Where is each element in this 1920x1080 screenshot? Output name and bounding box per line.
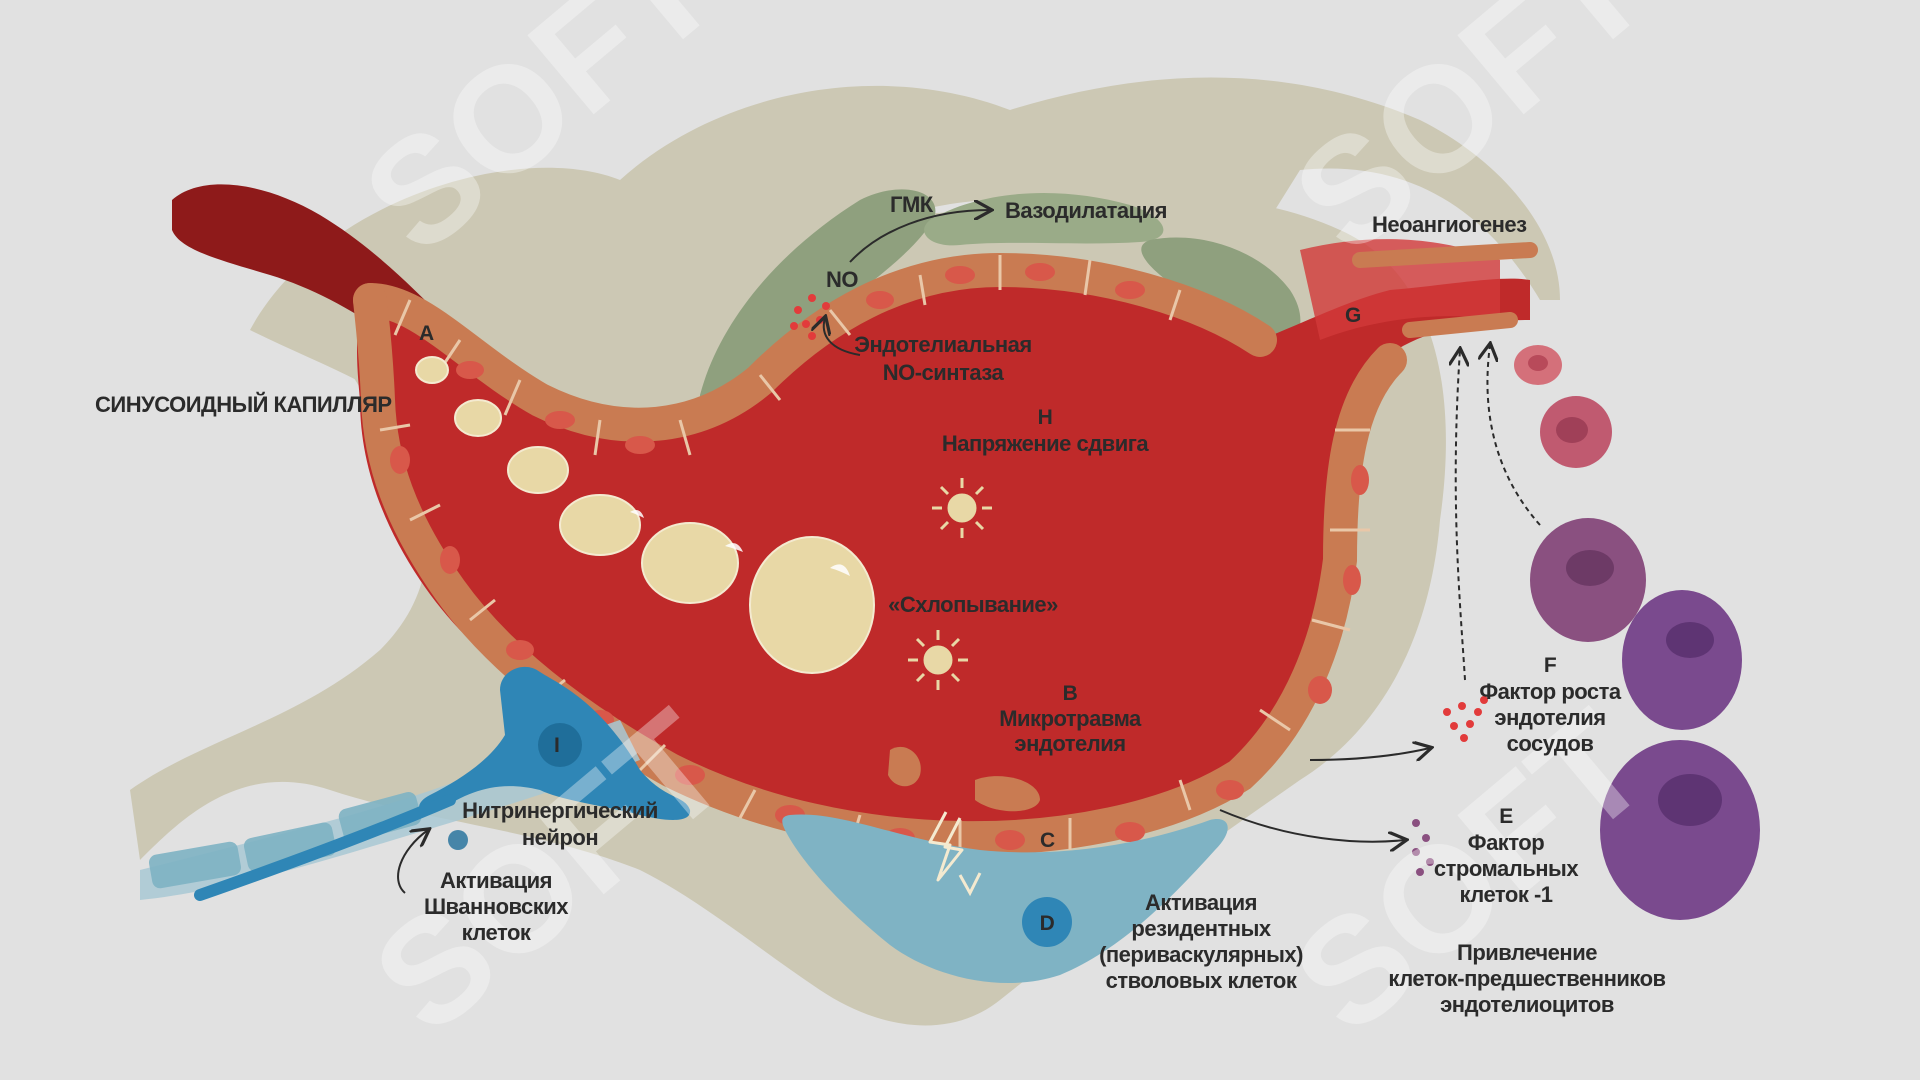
neoangiogenesis-glow (1300, 239, 1500, 340)
arrow-progenitor-dashed-2 (1487, 345, 1541, 526)
label-vasodilation: Вазодилатация (1005, 198, 1167, 223)
label-shear-stress: Напряжение сдвига (942, 431, 1150, 456)
label-nitrergic-1: Нитринергический (462, 798, 658, 823)
collapse-sun-icon (932, 478, 992, 538)
label-vegf-1: Фактор роста (1479, 679, 1622, 704)
schwann-activation-dot (448, 830, 468, 850)
vessel-lumen (357, 270, 1530, 845)
smooth-muscle-cell-3 (1141, 237, 1301, 346)
arrow-to-vegf (1309, 748, 1430, 760)
label-f: F (1544, 654, 1557, 677)
detached-endothelial-fragment-1 (888, 746, 921, 787)
label-b: B (1063, 682, 1078, 705)
arrow-smc-to-vasodilation (849, 210, 990, 263)
vegf-molecules (1443, 696, 1488, 742)
endothelial-cell-boundaries (379, 255, 1370, 855)
sdf1-molecules (1412, 819, 1434, 876)
label-e: E (1499, 805, 1513, 828)
arrow-schwann-activation (397, 830, 428, 894)
label-microtrauma-1: Микротравма (999, 706, 1142, 731)
label-nitrergic-2: нейрон (522, 825, 598, 850)
bubble-highlights (630, 510, 850, 576)
label-h: H (1038, 406, 1053, 429)
smooth-muscle-cell-1 (700, 189, 936, 400)
microtrauma-lightning-icon (928, 811, 964, 882)
label-d: D (1040, 912, 1055, 935)
label-schwann-3: клеток (462, 920, 532, 945)
label-resident-3: (периваскулярных) (1099, 942, 1303, 967)
endothelial-progenitor-cells (1514, 345, 1760, 920)
arrow-progenitor-dashed-1 (1456, 350, 1465, 681)
label-sdf-1: Фактор (1468, 830, 1544, 855)
arrow-to-sdf1 (1219, 809, 1405, 842)
label-vegf-2: эндотелия (1494, 705, 1605, 730)
label-schwann-1: Активация (440, 868, 552, 893)
label-recruit-3: эндотелиоцитов (1440, 992, 1614, 1017)
label-smc: ГМК (890, 192, 934, 217)
label-vegf-3: сосудов (1507, 731, 1594, 756)
label-sdf-3: клеток -1 (1459, 882, 1552, 907)
label-microtrauma-2: эндотелия (1014, 731, 1125, 756)
label-a: A (419, 322, 434, 345)
label-sdf-2: стромальных (1434, 856, 1579, 881)
arrow-enos-to-no (824, 318, 861, 356)
nitrergic-axon (194, 794, 456, 901)
label-neoangiogenesis: Неоангиогенез (1372, 212, 1527, 237)
label-collapse: «Схлопывание» (888, 592, 1058, 617)
label-recruit-1: Привлечение (1457, 940, 1597, 965)
label-recruit-2: клеток-предшественников (1388, 966, 1665, 991)
nitrergic-neuron-nucleus (538, 723, 582, 767)
detached-endothelial-fragment-2 (975, 776, 1040, 812)
label-enos-2: NO-синтаза (883, 360, 1005, 385)
label-no: NO (826, 267, 858, 292)
label-sinusoid: СИНУСОИДНЫЙ КАПИЛЛЯР (95, 392, 392, 417)
label-resident-2: резидентных (1131, 916, 1271, 941)
endothelial-nuclei (390, 263, 1369, 850)
label-c: C (1040, 829, 1055, 852)
label-resident-4: стволовых клеток (1106, 968, 1298, 993)
microtrauma-sun-icon (908, 630, 968, 690)
label-i: I (554, 734, 559, 757)
stem-cell-nucleus (1022, 897, 1072, 947)
perivascular-stem-cell (782, 814, 1228, 984)
label-resident-1: Активация (1145, 890, 1257, 915)
lightning-arrowhead (958, 872, 982, 897)
label-g: G (1345, 304, 1361, 327)
endothelial-wall-neo (1352, 242, 1538, 338)
label-enos-1: Эндотелиальная (854, 332, 1031, 357)
endothelial-wall-left (353, 252, 1277, 442)
label-schwann-2: Шванновских (424, 894, 569, 919)
